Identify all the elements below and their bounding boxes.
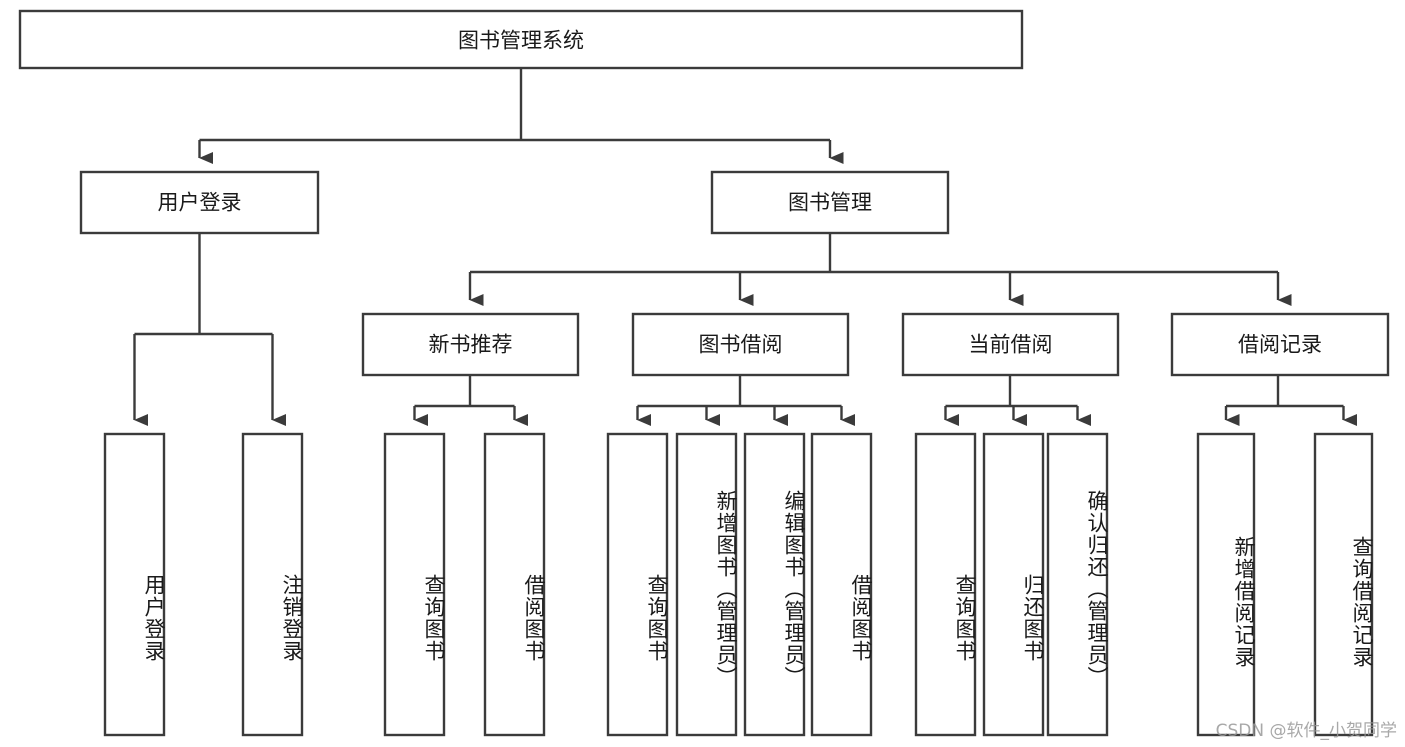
node-leaf-add-borrow-record[interactable] [1196,432,1256,737]
node-leaf-query-book-borrow[interactable] [606,432,669,737]
node-leaf-add-book-admin[interactable] [675,432,738,737]
csdn-watermark: CSDN @软件_小贺同学 [1215,721,1397,741]
edge-newbook-bus [414,375,515,408]
edge-currentborrow-bus [945,375,1078,408]
node-borrow-record-label: 借阅记录 [1238,333,1322,357]
node-current-borrow-label: 当前借阅 [969,333,1053,357]
node-leaf-query-book-current[interactable] [914,432,977,737]
node-leaf-borrow-book-rec[interactable] [483,432,546,737]
node-book-management-label: 图书管理 [788,191,872,215]
node-book-management[interactable]: 图书管理 [710,170,950,235]
node-leaf-edit-book-admin[interactable] [743,432,806,737]
node-leaf-user-login[interactable] [103,432,166,737]
node-leaf-confirm-return-admin[interactable] [1046,432,1109,737]
node-book-borrow[interactable]: 图书借阅 [631,312,850,377]
node-leaf-return-book[interactable] [982,432,1045,737]
node-layer: 图书管理系统 用户登录 图书管理 新书推荐 图书借阅 当前 [18,9,1390,737]
node-new-book-recommend[interactable]: 新书推荐 [361,312,580,377]
edge-root-bus [199,68,830,142]
node-borrow-record[interactable]: 借阅记录 [1170,312,1390,377]
node-leaf-query-book-rec[interactable] [383,432,446,737]
node-current-borrow[interactable]: 当前借阅 [901,312,1120,377]
node-book-borrow-label: 图书借阅 [699,333,783,357]
edge-borrowrecord-bus [1226,375,1344,408]
node-user-login[interactable]: 用户登录 [79,170,320,235]
node-leaf-query-borrow-record[interactable] [1313,432,1374,737]
edge-bookmgmt-bus [470,233,1278,274]
edge-bookborrow-bus [637,375,842,408]
node-leaf-logout[interactable] [241,432,304,737]
node-new-book-recommend-label: 新书推荐 [429,333,513,357]
node-root[interactable]: 图书管理系统 [18,9,1024,70]
edge-userlogin-bus [134,233,273,336]
node-root-label: 图书管理系统 [458,29,584,53]
node-leaf-borrow-book[interactable] [810,432,873,737]
node-user-login-label: 用户登录 [158,191,242,215]
connector-layer [133,68,1357,426]
